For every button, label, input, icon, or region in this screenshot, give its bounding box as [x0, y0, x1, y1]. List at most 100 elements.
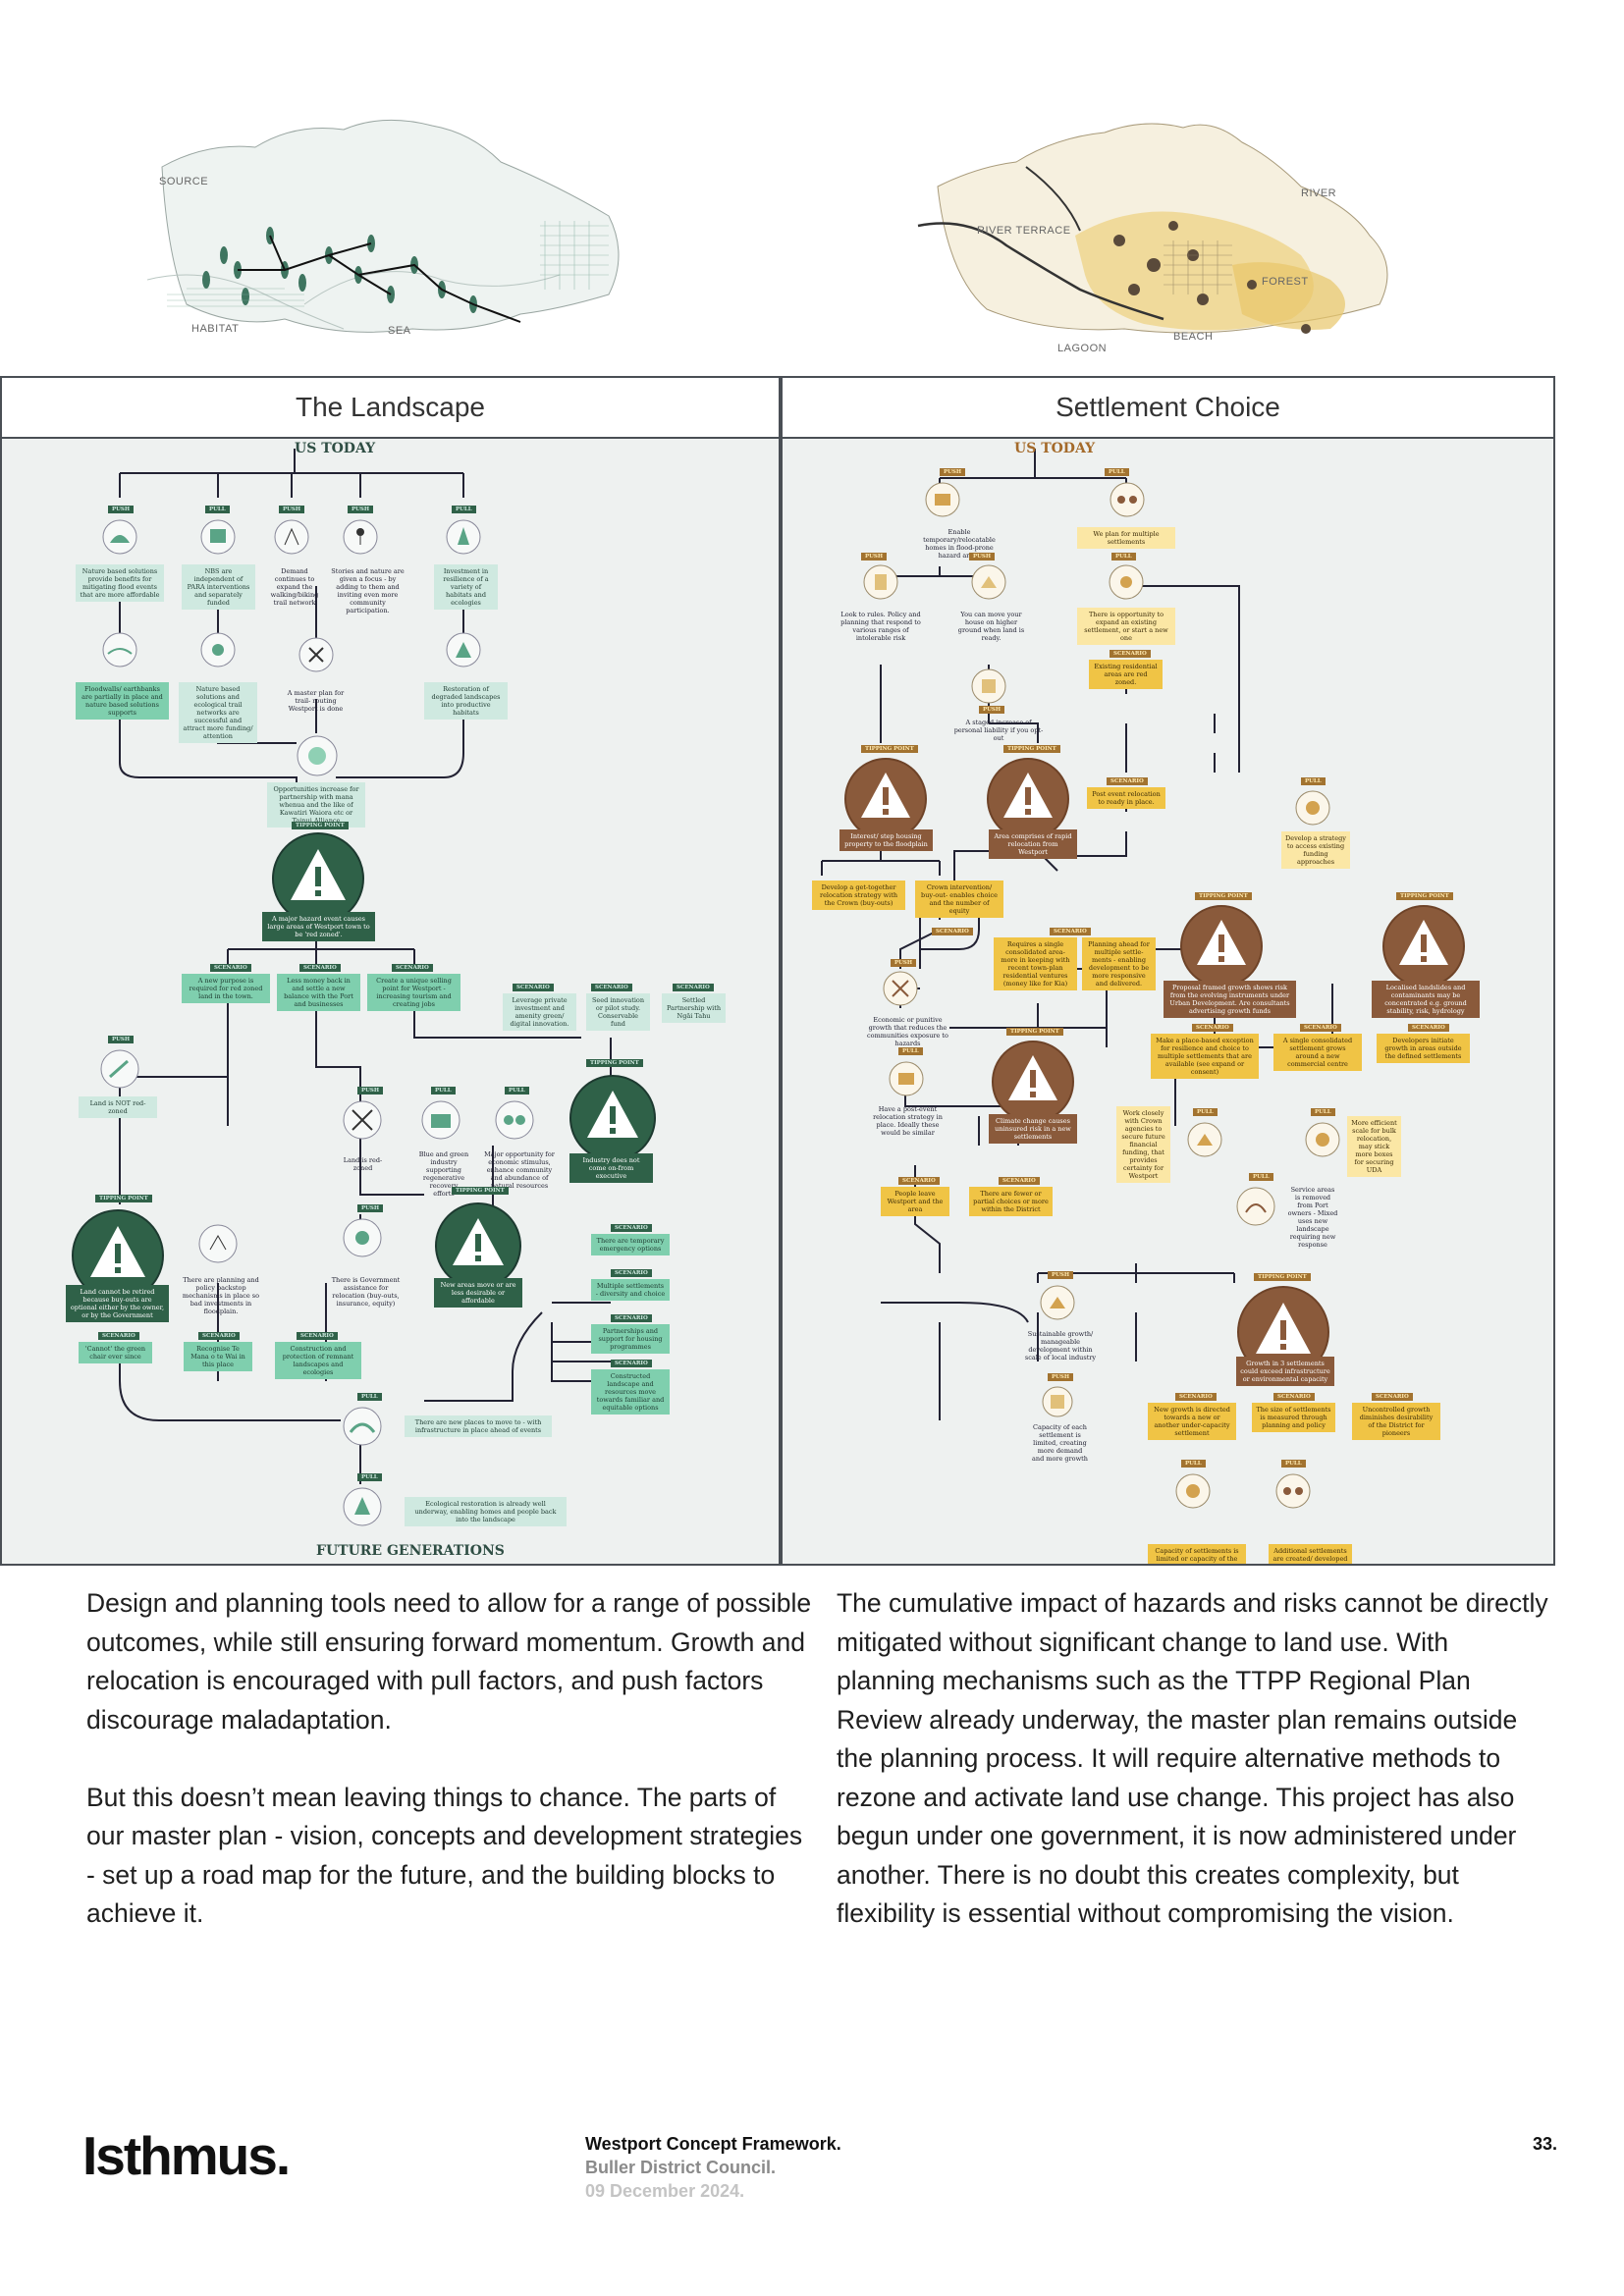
scenario-tag: SCENARIO: [1110, 650, 1151, 658]
push-tag: PUSH: [891, 959, 916, 967]
settlement-node: Developers initiate growth in areas outs…: [1377, 1034, 1470, 1063]
masterplan-icon: [297, 635, 336, 674]
pull-icon-2: [444, 517, 483, 557]
settlement-node: The size of settlements is measured thro…: [1252, 1403, 1335, 1432]
scenario-tag: SCENARIO: [98, 1332, 139, 1340]
settlement-node: Area comprises of rapid relocation from …: [989, 829, 1077, 859]
pull-tag: PULL: [1311, 1108, 1335, 1116]
landscape-node: Land cannot be retired because buy-outs …: [66, 1285, 169, 1322]
landscape-node: A major hazard event causes large areas …: [262, 912, 375, 941]
document-date: 09 December 2024.: [585, 2181, 744, 2202]
settlement-node: Interest/ step housing property to the f…: [839, 829, 933, 851]
body-paragraph: The cumulative impact of hazards and ris…: [837, 1584, 1553, 1934]
tipping-point-tag: TIPPING POINT: [95, 1195, 152, 1202]
settlement-node: Service areas is removed from Port owner…: [1283, 1183, 1342, 1252]
landscape-node: Construction and protection of remnant l…: [275, 1342, 361, 1379]
settlement-node: Uncontrolled growth diminishes desirabil…: [1352, 1403, 1440, 1440]
landscape-panel-title: The Landscape: [0, 376, 781, 439]
landscape-node: Investment in resilience of a variety of…: [434, 564, 498, 610]
settlement-node: Localised landslides and contaminants ma…: [1372, 981, 1480, 1018]
landscape-node: Land is red-zoned: [336, 1153, 390, 1175]
push-tag: PUSH: [861, 553, 887, 561]
tipping-point-tag: TIPPING POINT: [1003, 745, 1060, 753]
settlement-panel-title: Settlement Choice: [781, 376, 1555, 439]
scenario-tag: SCENARIO: [932, 928, 973, 935]
settlement-node: Develop a get-together relocation strate…: [812, 881, 905, 910]
capacity-icon: [1040, 1384, 1075, 1419]
assistance-icon: [341, 1216, 384, 1259]
push-tag: PUSH: [279, 506, 304, 513]
landscape-diagram: US TODAY FUTURE GENERATIONS PUSH PULL PU…: [0, 439, 781, 1566]
relocatable-home-icon: [923, 480, 962, 519]
tipping-point-tag: TIPPING POINT: [586, 1059, 643, 1067]
tipping-point-tag: TIPPING POINT: [1006, 1028, 1063, 1036]
tipping-point-tag: TIPPING POINT: [1396, 892, 1453, 900]
landscape-node: Floodwalls/ earthbanks are partially in …: [76, 682, 169, 720]
pull-tag: PULL: [1181, 1460, 1206, 1468]
sketch-label-river: RIVER: [1301, 187, 1336, 199]
push-icon-2: [272, 517, 311, 557]
trail-icon: [198, 630, 238, 669]
push-tag: PUSH: [969, 553, 995, 561]
industry-icon: [419, 1098, 462, 1142]
settlement-node: Economic or punitive growth that reduces…: [861, 1013, 954, 1050]
scenario-tag: SCENARIO: [999, 1177, 1040, 1185]
settlement-node: There are fewer or partial choices or mo…: [969, 1187, 1053, 1216]
push-tag: PUSH: [357, 1087, 383, 1095]
policy-icon: [196, 1222, 240, 1265]
pull-tag: PULL: [1111, 553, 1136, 561]
settlement-node: New growth is directed towards a new or …: [1148, 1403, 1236, 1440]
settlement-node: More efficient scale for bulk relocation…: [1347, 1116, 1401, 1177]
pull-tag: PULL: [431, 1087, 456, 1095]
scenario-tag: SCENARIO: [1050, 928, 1091, 935]
client-name: Buller District Council.: [585, 2158, 776, 2178]
settlement-node: Requires a single consolidated area- mor…: [994, 937, 1077, 990]
landscape-node: Multiple settlements - diversity and cho…: [591, 1279, 670, 1301]
settlement-node: Make a place-based exception for resilie…: [1151, 1034, 1259, 1079]
scenario-tag: SCENARIO: [299, 964, 341, 972]
settlement-node: Capacity of each settlement is limited, …: [1028, 1420, 1092, 1466]
service-area-icon: [1234, 1185, 1277, 1228]
landscape-node: Industry does not come on-from executive: [569, 1153, 653, 1183]
warning-icon: [567, 1072, 660, 1165]
landscape-node: Leverage private investment and amenity …: [503, 993, 576, 1031]
landscape-node: Restoration of degraded landscapes into …: [424, 682, 508, 720]
settlement-node: Have a post-event relocation strategy in…: [866, 1102, 949, 1140]
settlement-node: Capacity of settlements is limited or ca…: [1148, 1544, 1246, 1566]
settlement-node: A single consolidated settlement grows a…: [1273, 1034, 1362, 1071]
scenario-tag: SCENARIO: [611, 1269, 652, 1277]
push-icon-1: [100, 517, 139, 557]
pull-tag: PULL: [1105, 468, 1129, 476]
pull-tag: PULL: [1249, 1173, 1273, 1181]
push-icon-3: [341, 517, 380, 557]
settlement-node: A staged increase of personal liability …: [949, 716, 1048, 745]
landscape-node: New areas move or are less desirable or …: [434, 1278, 522, 1308]
tipping-point-tag: TIPPING POINT: [452, 1187, 509, 1195]
landscape-node: A master plan for trail- routing Westpor…: [279, 686, 352, 716]
funding-icon: [1293, 788, 1332, 828]
page-number: 33.: [1533, 2134, 1557, 2155]
push-tag: PUSH: [108, 1036, 134, 1043]
settlement-node: You can move your house on higher ground…: [949, 608, 1033, 645]
tipping-point-tag: TIPPING POINT: [1254, 1273, 1311, 1281]
settlement-node: Proposal framed growth shows risk from t…: [1164, 981, 1296, 1018]
scenario-tag: SCENARIO: [198, 1332, 240, 1340]
scenario-tag: SCENARIO: [1300, 1024, 1341, 1032]
body-left-column: Design and planning tools need to allow …: [86, 1584, 813, 1972]
floodwall-icon: [100, 630, 139, 669]
partnership-icon: [295, 733, 340, 778]
new-places-icon: [341, 1405, 384, 1448]
sketch-label-habitat: HABITAT: [191, 323, 239, 335]
scenario-tag: SCENARIO: [591, 984, 632, 991]
economy-icon: [493, 1098, 536, 1142]
warning-icon: [1177, 902, 1266, 990]
landscape-node: There are temporary emergency options: [591, 1234, 670, 1255]
sketch-label-sea: SEA: [388, 325, 411, 337]
sustainable-growth-icon: [1038, 1283, 1077, 1322]
push-tag: PUSH: [1048, 1373, 1073, 1381]
scenario-tag: SCENARIO: [1372, 1393, 1413, 1401]
pull-tag: PULL: [1193, 1108, 1218, 1116]
pull-tag: PULL: [505, 1087, 529, 1095]
settlement-node: Planning ahead for multiple settle-ments…: [1082, 937, 1156, 990]
red-zone-icon: [341, 1098, 384, 1142]
